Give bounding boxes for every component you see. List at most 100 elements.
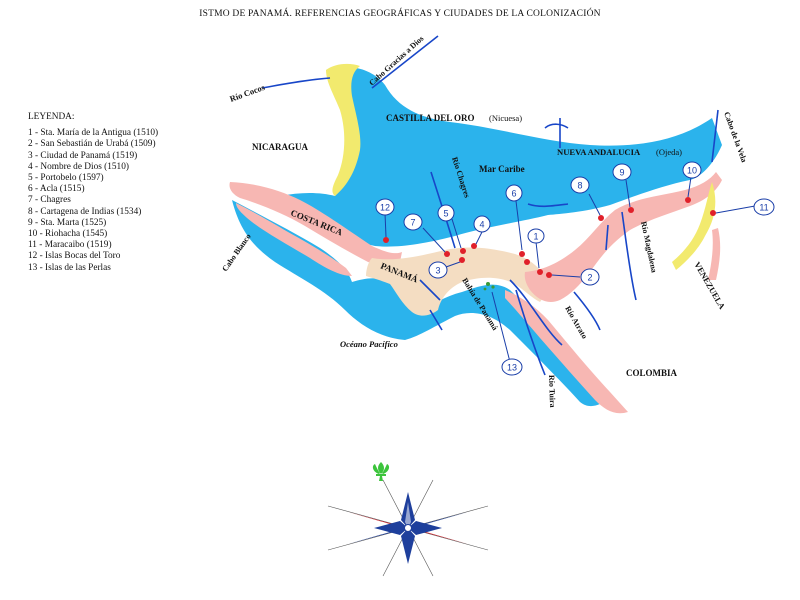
city-dot xyxy=(459,257,465,263)
legend-item: 12 - Islas Bocas del Toro xyxy=(28,251,121,262)
city-dot xyxy=(519,251,525,257)
river-line xyxy=(261,77,331,89)
label-ojeda: (Ojeda) xyxy=(656,147,682,157)
legend-item: 8 - Cartagena de Indias (1534) xyxy=(28,206,142,217)
legend-item: 10 - Riohacha (1545) xyxy=(28,229,108,240)
marker-11: 11 xyxy=(753,198,775,216)
marker-9: 9 xyxy=(612,163,632,181)
label-rio-cocos: Río Cocos xyxy=(228,82,266,104)
panama-land xyxy=(366,247,547,316)
svg-text:9: 9 xyxy=(619,168,624,178)
costa-rica-coast xyxy=(229,182,402,265)
river-line xyxy=(371,35,439,89)
number-markers: 1 2 3 4 5 6 7 8 9 10 11 12 13 xyxy=(375,161,775,376)
river-line xyxy=(605,224,609,251)
label-rio-magdalena: Río Magdalena xyxy=(639,221,659,274)
city-dot xyxy=(628,207,634,213)
svg-text:7: 7 xyxy=(410,218,415,228)
city-dot xyxy=(598,215,604,221)
label-rio-tuira: Río Tuira xyxy=(547,375,557,408)
river-line xyxy=(509,279,563,346)
svg-text:5: 5 xyxy=(443,209,448,219)
svg-text:11: 11 xyxy=(759,203,768,213)
label-rio-atrato: Río Atrato xyxy=(563,305,589,341)
label-cabo-blanco: Cabo Blanco xyxy=(220,232,252,273)
marker-10: 10 xyxy=(682,161,702,179)
river-line xyxy=(527,203,569,208)
city-dot xyxy=(537,269,543,275)
marker-3: 3 xyxy=(428,261,448,279)
costa-rica-pacific-coast xyxy=(236,203,352,276)
legend-item: 1 - Sta. María de la Antigua (1510) xyxy=(28,128,159,139)
legend: LEYENDA: 1 - Sta. María de la Antigua (1… xyxy=(28,112,158,274)
city-dot xyxy=(710,210,716,216)
legend-item: 13 - Islas de las Perlas xyxy=(28,262,111,273)
city-dot xyxy=(524,259,530,265)
city-dot xyxy=(444,251,450,257)
label-venezuela: VENEZUELA xyxy=(692,260,728,312)
legend-item: 7 - Chagres xyxy=(28,195,71,206)
colombia-pacific-coast xyxy=(505,290,628,414)
city-dot xyxy=(471,243,477,249)
marker-5: 5 xyxy=(437,204,455,222)
fleur-de-lis-icon xyxy=(372,462,390,481)
river-line xyxy=(621,211,637,301)
svg-text:6: 6 xyxy=(511,189,516,199)
svg-text:2: 2 xyxy=(587,273,592,283)
label-colombia: COLOMBIA xyxy=(626,368,678,378)
svg-text:1: 1 xyxy=(533,232,538,242)
marker-8: 8 xyxy=(570,176,590,194)
svg-text:3: 3 xyxy=(435,266,440,276)
guajira-coast xyxy=(672,182,716,270)
marker-2: 2 xyxy=(580,268,600,286)
river-line xyxy=(573,291,601,331)
maracaibo-coast xyxy=(708,228,721,280)
colombia-coast xyxy=(524,172,722,302)
label-nueva-andalucia: NUEVA ANDALUCIA xyxy=(557,147,641,157)
marker-13: 13 xyxy=(501,358,523,376)
mosquito-coast xyxy=(326,63,361,197)
label-mar-caribe: Mar Caribe xyxy=(479,164,525,174)
legend-item: 6 - Acla (1515) xyxy=(28,184,85,195)
legend-item: 2 - San Sebastián de Urabá (1509) xyxy=(28,139,156,150)
marker-4: 4 xyxy=(473,215,491,233)
city-dot xyxy=(460,248,466,254)
marker-7: 7 xyxy=(403,213,423,231)
legend-item: 11 - Maracaibo (1519) xyxy=(28,240,112,251)
river-line xyxy=(419,279,441,301)
marker-pointers xyxy=(384,176,756,363)
svg-text:10: 10 xyxy=(687,166,697,176)
legend-heading: LEYENDA: xyxy=(28,112,75,122)
river-line xyxy=(544,123,569,129)
marker-12: 12 xyxy=(375,198,395,216)
marker-1: 1 xyxy=(527,228,545,244)
legend-item: 5 - Portobelo (1597) xyxy=(28,173,104,184)
label-castilla: CASTILLA DEL ORO xyxy=(386,113,475,123)
city-dot xyxy=(685,197,691,203)
city-dots xyxy=(383,197,716,278)
svg-text:8: 8 xyxy=(577,181,582,191)
river-line xyxy=(711,109,719,163)
svg-text:13: 13 xyxy=(507,363,517,373)
label-cabo-vela: Cabo de la Vela xyxy=(722,111,749,164)
river-line xyxy=(429,309,443,331)
pacific-sea xyxy=(232,200,610,407)
legend-item: 3 - Ciudad de Panamá (1519) xyxy=(28,150,138,161)
perlas-islands xyxy=(483,282,495,291)
compass-rose-icon xyxy=(327,479,489,577)
rivers xyxy=(261,35,719,376)
map-title: ISTMO DE PANAMÁ. REFERENCIAS GEOGRÁFICAS… xyxy=(199,9,601,19)
label-nicuesa: (Nicuesa) xyxy=(489,113,522,123)
label-oceano: Océano Pacífico xyxy=(340,339,398,349)
svg-text:4: 4 xyxy=(479,220,484,230)
svg-text:12: 12 xyxy=(380,203,390,213)
legend-item: 4 - Nombre de Dios (1510) xyxy=(28,161,129,172)
label-cabo-gracias: Cabo Gracias a Dios xyxy=(367,34,425,88)
label-nicaragua: NICARAGUA xyxy=(252,142,309,152)
legend-item: 9 - Sta. Marta (1525) xyxy=(28,217,107,228)
city-dot xyxy=(383,237,389,243)
city-dot xyxy=(546,272,552,278)
river-line xyxy=(515,289,546,376)
marker-6: 6 xyxy=(505,184,523,202)
